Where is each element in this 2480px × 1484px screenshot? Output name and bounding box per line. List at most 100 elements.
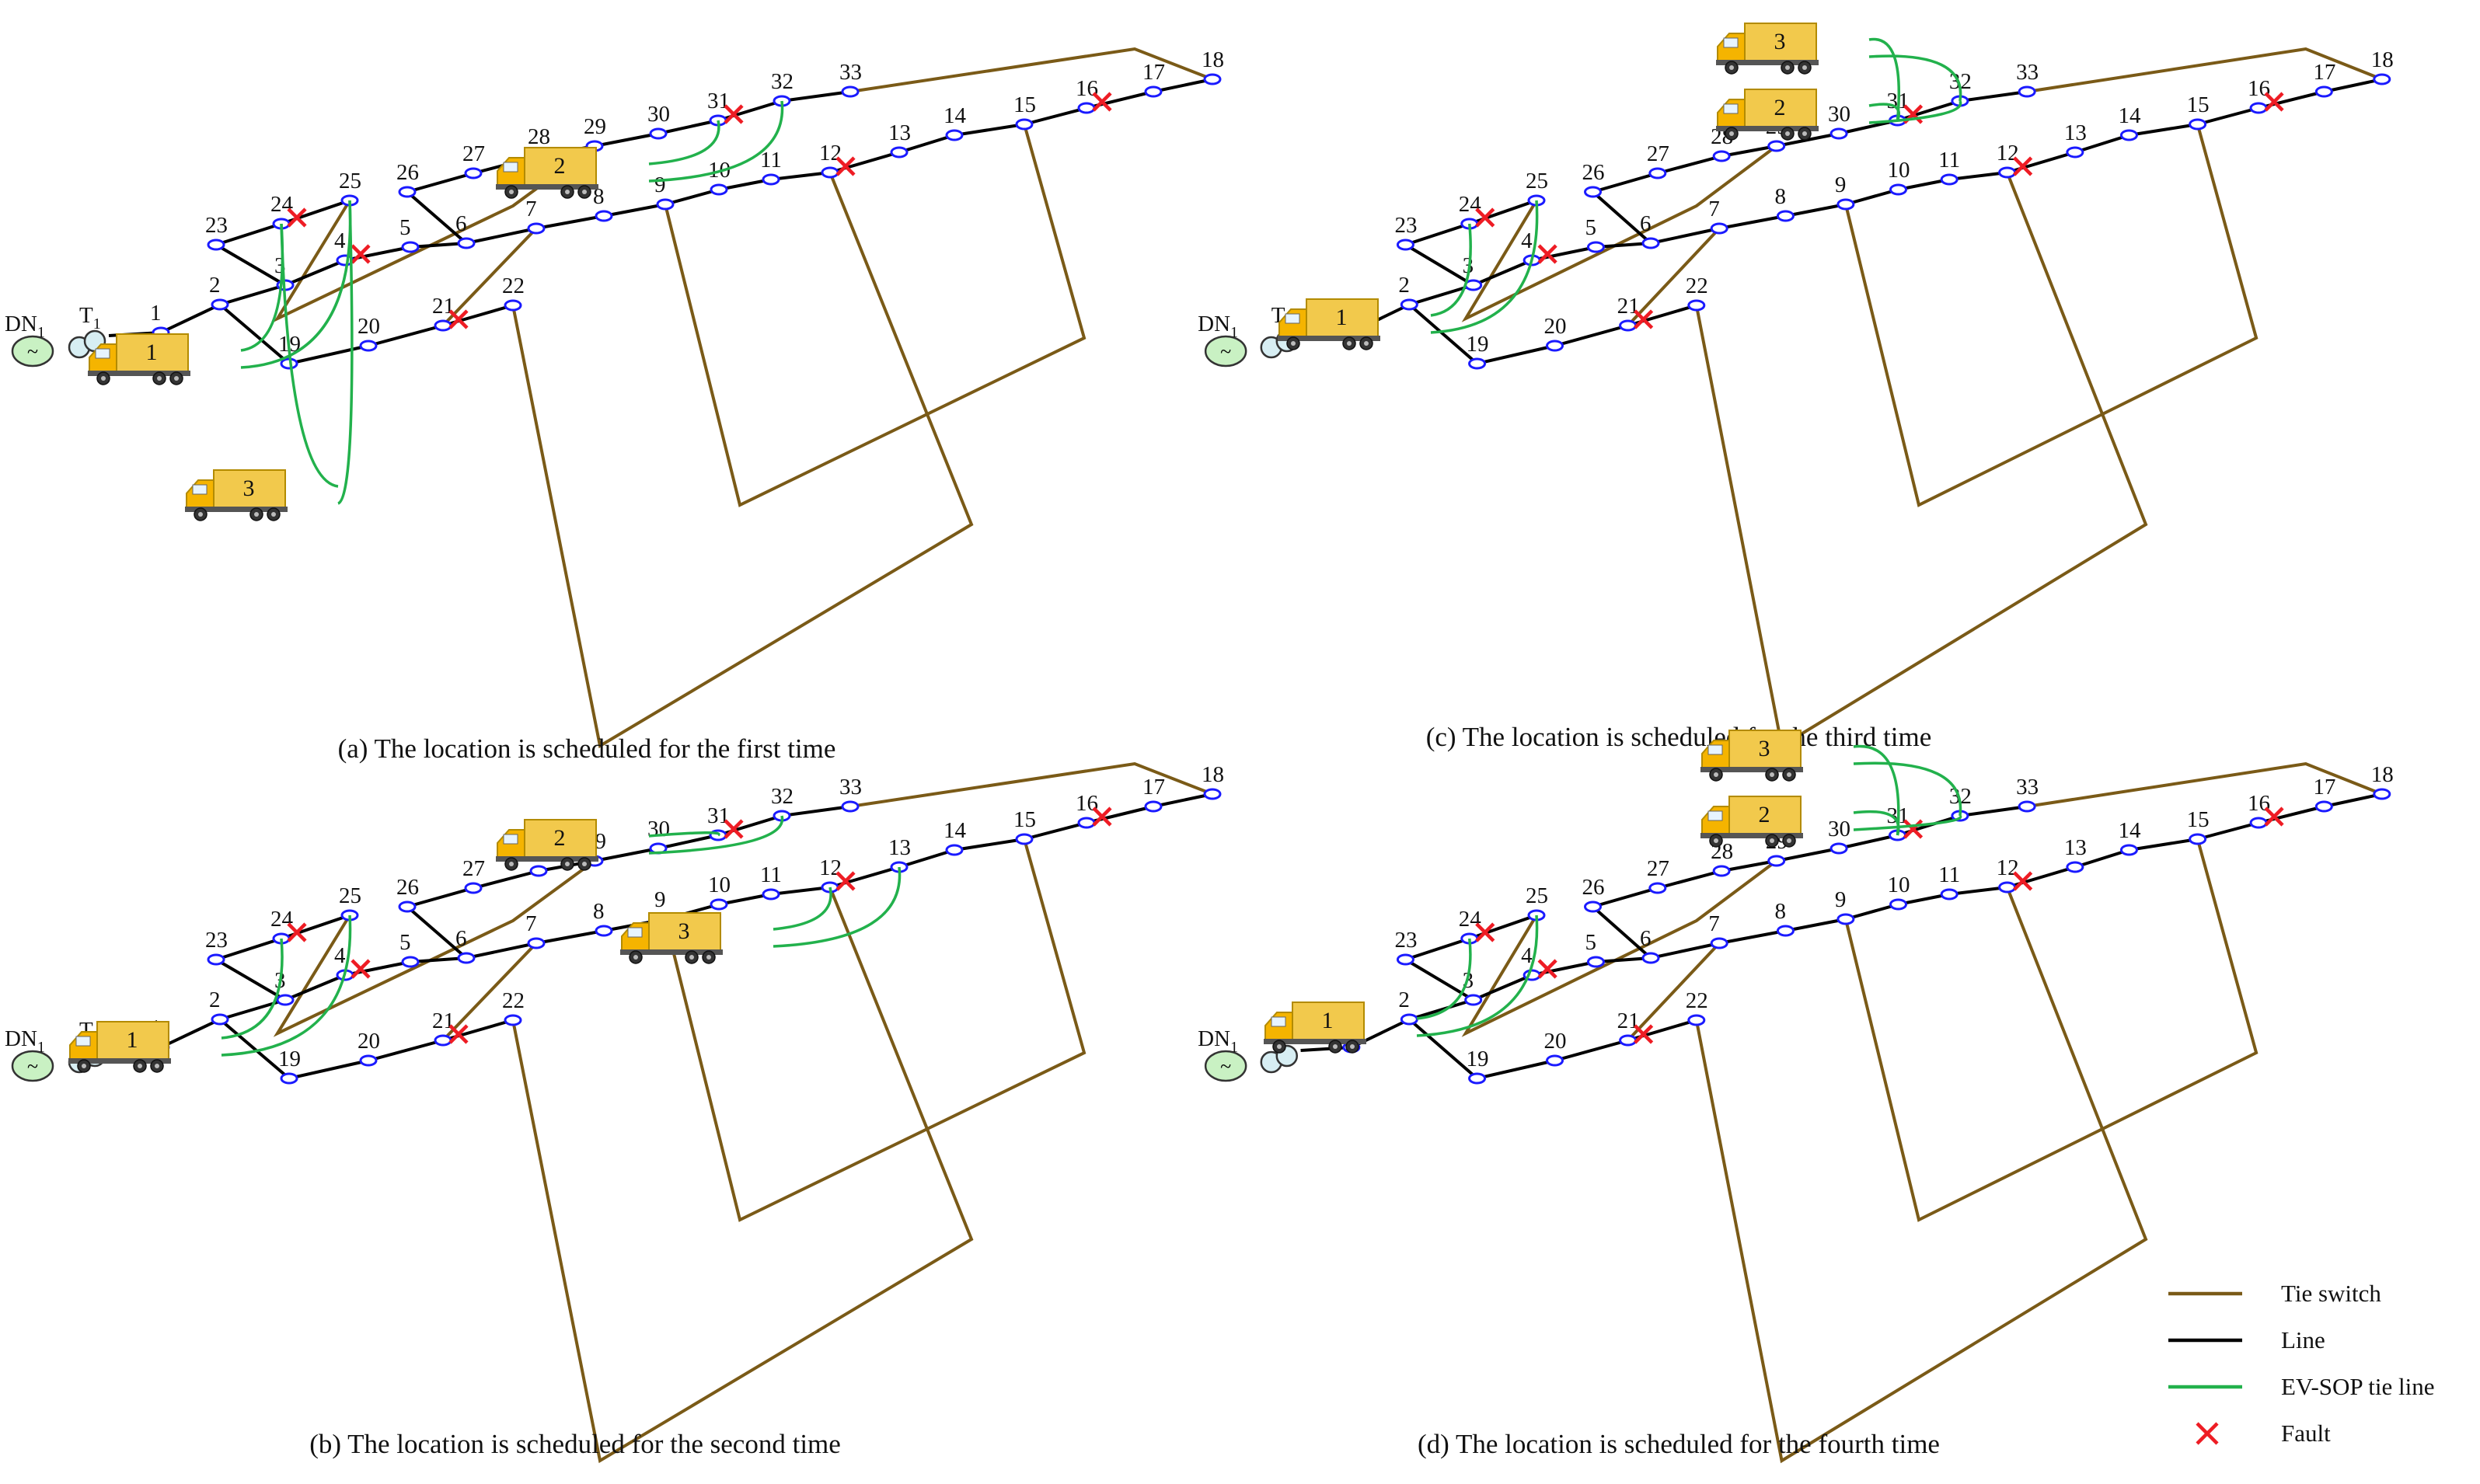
fault-marker-24 <box>287 922 307 942</box>
legend-item-tie: Tie switch <box>2168 1280 2381 1307</box>
source-icon <box>1204 1050 1247 1082</box>
network-lines <box>1300 793 2383 1080</box>
bus-label-21: 21 <box>432 294 455 319</box>
ev-sop-tie-line <box>1868 54 1962 102</box>
ev-truck-1: 1 <box>68 914 352 1073</box>
bus-label-25: 25 <box>339 169 361 193</box>
fault-marker-21 <box>448 309 469 329</box>
panel-caption-b: (b) The location is scheduled for the se… <box>309 1429 841 1459</box>
source-icon <box>1204 335 1247 368</box>
bus-node-18 <box>1203 73 1222 85</box>
bus-label-18: 18 <box>2371 47 2394 72</box>
bus-node-33 <box>2018 85 2036 98</box>
bus-label-4: 4 <box>1521 228 1533 253</box>
ev-sop-tie-line <box>280 223 339 488</box>
line-segment <box>1404 937 1470 961</box>
line-segment <box>368 324 444 347</box>
bus-node-5 <box>401 956 420 968</box>
line-segment <box>406 887 474 908</box>
bus-node-7 <box>1710 937 1728 949</box>
line-segment <box>473 869 539 890</box>
tie-switch-line <box>273 859 596 1037</box>
bus-label-16: 16 <box>2248 791 2270 816</box>
bus-node-8 <box>1776 210 1795 222</box>
bus-label-17: 17 <box>1142 60 1165 85</box>
bus-node-2 <box>211 298 229 311</box>
bus-node-16 <box>1077 102 1096 114</box>
bus-node-7 <box>1710 222 1728 235</box>
line-segment <box>2197 821 2259 841</box>
bus-label-13: 13 <box>888 835 911 860</box>
line-segment <box>406 172 474 193</box>
bus-label-20: 20 <box>1544 314 1567 339</box>
bus-label-13: 13 <box>2064 835 2087 860</box>
bus-node-13 <box>2066 861 2084 873</box>
truck-number: 1 <box>1322 1008 1334 1033</box>
bus-node-29 <box>1767 140 1786 152</box>
line-segment <box>718 893 772 906</box>
bus-node-27 <box>464 882 483 894</box>
bus-node-16 <box>2249 817 2268 829</box>
bus-node-2 <box>1400 298 1418 311</box>
bus-node-12 <box>1998 166 2017 179</box>
bus-label-8: 8 <box>593 899 605 924</box>
line-segment <box>1838 834 1898 850</box>
line-segment <box>1592 905 1652 960</box>
bus-node-33 <box>2018 800 2036 813</box>
tie-switch-line <box>849 761 1213 808</box>
bus-label-19: 19 <box>1467 332 1489 357</box>
source-label: DN1 <box>5 1026 45 1056</box>
fault-marker-16 <box>1092 92 1112 112</box>
line-segment <box>1592 887 1659 908</box>
transformer-label: T1 <box>79 303 101 333</box>
bus-label-32: 32 <box>771 784 794 809</box>
line-segment <box>1718 214 1786 230</box>
line-segment <box>2323 793 2383 808</box>
bus-label-5: 5 <box>399 215 411 240</box>
bus-label-4: 4 <box>334 228 346 253</box>
bus-label-11: 11 <box>760 148 782 172</box>
bus-node-19 <box>280 1072 298 1085</box>
line-segment <box>1554 1039 1629 1062</box>
bus-node-21 <box>434 1034 452 1047</box>
bus-node-21 <box>1619 1034 1638 1047</box>
line-segment <box>1776 132 1840 148</box>
bus-node-7 <box>527 937 546 949</box>
bus-node-30 <box>1829 842 1848 855</box>
bus-label-25: 25 <box>1526 883 1548 908</box>
bus-label-12: 12 <box>819 141 842 165</box>
line-segment <box>1472 259 1533 287</box>
bus-label-6: 6 <box>455 211 467 236</box>
tie-switch-line <box>511 172 974 749</box>
legend-item-line: Line <box>2168 1326 2325 1353</box>
bus-node-28 <box>1712 865 1731 877</box>
fault-marker-21 <box>1634 309 1654 329</box>
source-icon <box>11 335 54 368</box>
bus-node-5 <box>1586 241 1605 253</box>
bus-label-14: 14 <box>2118 103 2141 128</box>
bus-node-22 <box>504 299 522 312</box>
bus-label-29: 29 <box>584 114 606 139</box>
bus-label-28: 28 <box>528 124 550 149</box>
bus-label-14: 14 <box>944 103 967 128</box>
bus-node-7 <box>527 222 546 235</box>
bus-label-9: 9 <box>1835 887 1847 912</box>
line-segment <box>1596 242 1652 249</box>
bus-node-9 <box>656 198 675 211</box>
bus-label-17: 17 <box>2313 60 2335 85</box>
bus-node-23 <box>1396 953 1414 966</box>
ev-truck-3: 3 <box>620 866 902 964</box>
bus-label-25: 25 <box>339 883 361 908</box>
bus-node-6 <box>457 952 476 964</box>
bus-label-26: 26 <box>396 160 419 185</box>
bus-node-17 <box>2314 85 2333 98</box>
line-segment <box>954 123 1025 137</box>
bus-node-20 <box>1546 340 1564 352</box>
line-segment <box>664 188 720 206</box>
bus-label-19: 19 <box>278 1047 301 1071</box>
tie-switch-line <box>1843 838 2259 1222</box>
ev-sop-tie-line <box>1853 761 1962 817</box>
bus-node-11 <box>1940 888 1959 901</box>
